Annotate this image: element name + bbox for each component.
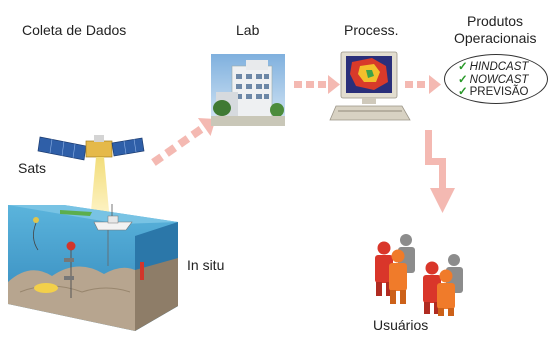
arrow-to-products bbox=[405, 75, 441, 94]
products-oval: ✓HINDCAST ✓NOWCAST ✓PREVISÃO bbox=[444, 54, 548, 104]
lab-building-image bbox=[211, 54, 285, 126]
produtos-label-line2: Operacionais bbox=[454, 30, 537, 46]
satellite-image bbox=[37, 135, 145, 161]
check-icon: ✓ bbox=[458, 73, 468, 86]
sats-label: Sats bbox=[18, 160, 47, 176]
product-item-hindcast: ✓HINDCAST bbox=[458, 61, 529, 73]
usuarios-label: Usuários bbox=[373, 317, 429, 333]
check-icon: ✓ bbox=[458, 86, 468, 98]
lab-label: Lab bbox=[236, 22, 260, 38]
check-icon: ✓ bbox=[458, 61, 468, 73]
arrow-to-users bbox=[425, 130, 455, 213]
computer-image bbox=[329, 51, 411, 121]
sensor-beam bbox=[90, 157, 110, 222]
product-item-nowcast: ✓NOWCAST bbox=[458, 73, 529, 86]
product-item-previsao: ✓PREVISÃO bbox=[458, 86, 529, 98]
ocean-block-image bbox=[8, 204, 178, 331]
arrow-to-process bbox=[294, 75, 340, 94]
insitu-label: In situ bbox=[187, 257, 225, 273]
arrow-to-lab bbox=[151, 118, 216, 166]
process-label: Process. bbox=[344, 22, 399, 38]
coleta-label: Coleta de Dados bbox=[22, 22, 127, 38]
produtos-label-line1: Produtos bbox=[467, 13, 524, 29]
users-image bbox=[375, 234, 463, 316]
